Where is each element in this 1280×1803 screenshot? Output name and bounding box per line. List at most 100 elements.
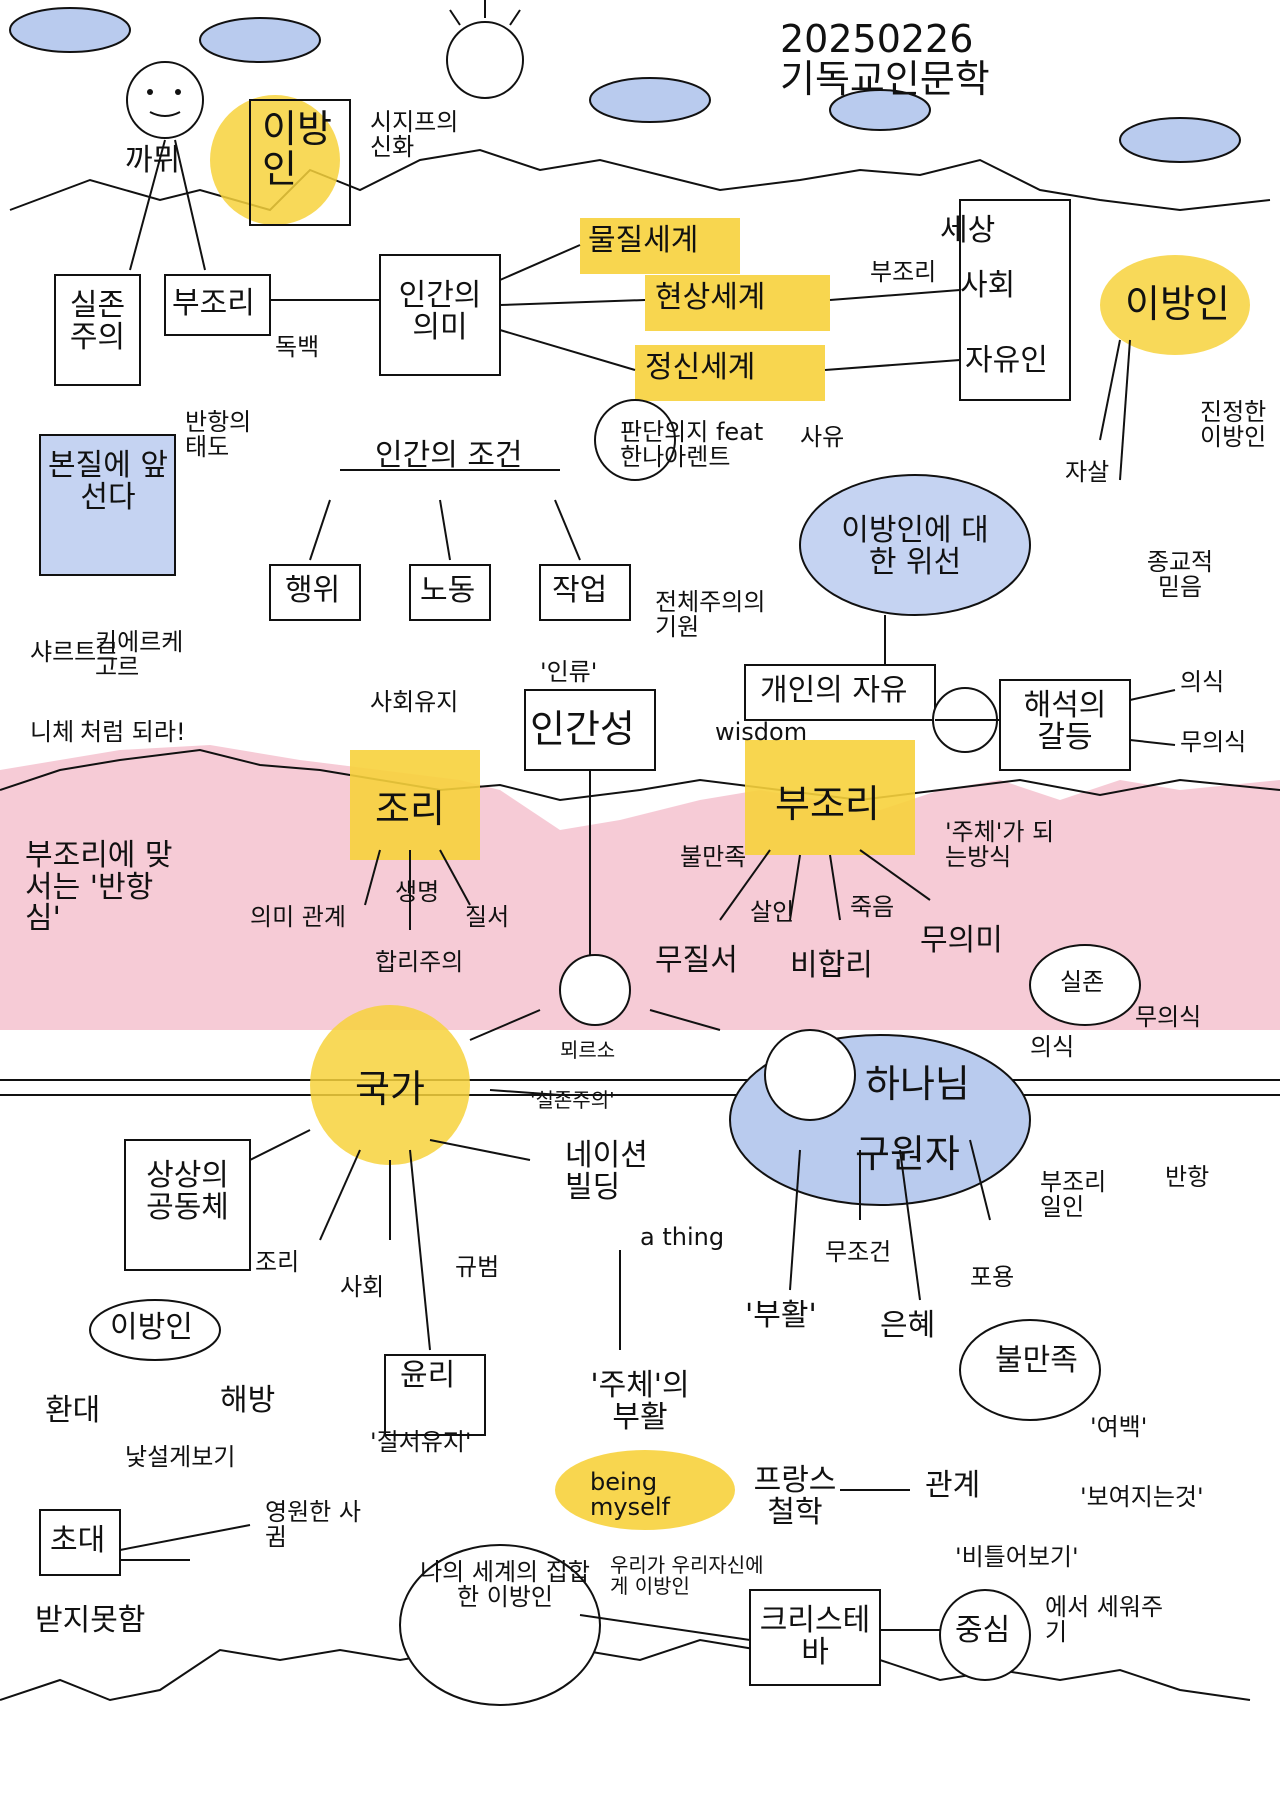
label-monologue: 독백 — [275, 335, 319, 360]
label-labor: 노동 — [420, 575, 475, 607]
label-absurd-person: 부조리 일인 — [1040, 1170, 1120, 1220]
label-act: 행위 — [285, 575, 340, 607]
label-society-top: 사회 — [960, 270, 1015, 302]
label-ibangin-bottom: 이방인 — [110, 1312, 193, 1344]
label-rebel-spirit: 부조리에 맞서는 '반항심' — [25, 840, 175, 935]
label-strange: 낯설게보기 — [125, 1445, 235, 1470]
label-real-stranger: 진정한 이방인 — [1200, 400, 1270, 450]
cloud-3 — [590, 78, 710, 122]
label-social-maintenance: 사회유지 — [370, 690, 458, 715]
label-thought: 사유 — [800, 425, 844, 450]
label-visible: '보여지는것' — [1080, 1485, 1204, 1510]
label-rebel-attitude: 반항의 태도 — [185, 410, 275, 460]
label-kierkegaard: 키에르케고르 — [95, 630, 205, 680]
label-absurd-top: 부조리 — [172, 288, 255, 320]
label-wisdom: wisdom — [715, 720, 807, 745]
label-margin: '여백' — [1090, 1415, 1147, 1440]
label-subject-way: '주체'가 되는방식 — [945, 820, 1065, 870]
label-religious-faith: 종교적 믿음 — [1135, 550, 1225, 600]
label-resurrection: '부활' — [745, 1300, 817, 1332]
sun-face-icon — [447, 22, 523, 98]
label-center: 중심 — [955, 1615, 1010, 1647]
label-eternal: 영원한 사귐 — [265, 1500, 375, 1550]
label-embrace: 포용 — [970, 1265, 1014, 1290]
label-world: 세상 — [940, 215, 995, 247]
meursault-face-icon — [560, 955, 630, 1025]
label-spiritual-world: 정신세계 — [645, 352, 755, 384]
label-relation: 관계 — [925, 1470, 980, 1502]
label-meursault: 뫼르소 — [560, 1040, 615, 1061]
label-savior: 구원자 — [855, 1135, 960, 1175]
label-unconscious-top: 무의식 — [1180, 730, 1246, 755]
label-totalitarian: 전체주의의 기원 — [655, 590, 775, 640]
label-death: 죽음 — [850, 895, 894, 920]
mountain-line-top — [10, 150, 1270, 210]
label-invite: 초대 — [50, 1525, 105, 1557]
label-meaningless: 무의미 — [920, 925, 1003, 957]
label-we-stranger: 우리가 우리자신에게 이방인 — [610, 1555, 770, 1597]
label-human-meaning: 인간의 의미 — [385, 280, 495, 343]
course-title: 기독교인문학 — [780, 60, 990, 100]
cloud-5 — [1120, 118, 1240, 162]
label-kamu: 까뮈 — [125, 145, 180, 177]
label-exist-mid: 실존 — [1060, 970, 1104, 995]
label-existentialism: 실존주의 — [60, 290, 135, 353]
label-individual-freedom: 개인의 자유 — [760, 675, 908, 707]
label-being-myself: being myself — [590, 1470, 700, 1520]
mountain-line-bottom — [0, 1640, 1250, 1700]
date-label: 20250226 — [780, 20, 973, 60]
kamu-face-icon — [127, 62, 203, 138]
label-logic-bottom: 조리 — [255, 1250, 299, 1275]
label-nietzsche: 니체 — [30, 720, 74, 745]
label-rationalism: 합리주의 — [375, 950, 463, 975]
label-consc-mid: 의식 — [1030, 1035, 1074, 1060]
label-push: 에서 세워주기 — [1045, 1595, 1165, 1645]
label-defamiliar: '비틀어보기' — [955, 1545, 1079, 1570]
label-life: 생명 — [395, 880, 439, 905]
label-ibangin-2: 이방인 — [1125, 285, 1230, 325]
label-state: 국가 — [355, 1070, 425, 1110]
label-ethics: 윤리 — [400, 1360, 455, 1392]
label-essence: 본질에 앞선다 — [48, 450, 168, 513]
label-unconsc-mid: 무의식 — [1135, 1005, 1201, 1030]
label-hannah: 판단의지 feat 한나아렌트 — [620, 420, 780, 470]
label-free-person: 자유인 — [965, 345, 1048, 377]
label-nietzsche-2: 처럼 되라! — [80, 720, 186, 745]
cloud-1 — [10, 8, 130, 52]
label-my-world: 나의 세계의 집합한 이방인 — [420, 1560, 590, 1610]
label-logic-box: 조리 — [375, 790, 445, 830]
label-material-world: 물질세계 — [588, 225, 698, 257]
label-hypocrisy: 이방인에 대한 위선 — [835, 515, 995, 578]
label-sisiphus: 시지프의 신화 — [370, 110, 460, 160]
label-phenomenal-world: 현상세계 — [655, 282, 765, 314]
label-interpretation-conflict: 해석의 갈등 — [1010, 690, 1120, 753]
label-conscious-top: 의식 — [1180, 670, 1224, 695]
label-welcome: 환대 — [45, 1395, 100, 1427]
label-imagined-community: 상상의 공동체 — [130, 1160, 245, 1223]
label-absurd-box: 부조리 — [775, 785, 880, 825]
label-grace: 은혜 — [880, 1310, 935, 1342]
label-subject-rise: '주체'의 부활 — [580, 1370, 700, 1433]
label-existential-bottom: '실존주의' — [530, 1090, 615, 1111]
label-humanity: 인간성 — [530, 710, 635, 750]
label-irrational: 비합리 — [790, 950, 873, 982]
label-meaning-relation: 의미 관계 — [250, 905, 346, 930]
label-work: 작업 — [552, 575, 607, 607]
label-not-receive: 받지못함 — [35, 1605, 145, 1637]
label-liberation: 해방 — [220, 1385, 275, 1417]
label-absurd-small: 부조리 — [870, 260, 936, 285]
label-rebel-bottom: 반항 — [1165, 1165, 1209, 1190]
label-unconditional: 무조건 — [825, 1240, 891, 1265]
label-ibangin-book: 이방인 — [262, 110, 342, 190]
label-order: 질서 — [465, 905, 509, 930]
label-order-maintain: '질서유지' — [370, 1430, 472, 1455]
label-human-condition: 인간의 조건 — [375, 440, 523, 472]
label-disorder: 무질서 — [655, 945, 738, 977]
label-nation-building: 네이션 빌딩 — [565, 1140, 675, 1203]
label-god: 하나님 — [865, 1065, 970, 1105]
label-discontent-bottom: 불만족 — [995, 1345, 1078, 1377]
label-norm: 규범 — [455, 1255, 499, 1280]
label-suicide: 자살 — [1065, 460, 1109, 485]
label-french-philosophy: 프랑스 철학 — [745, 1465, 845, 1528]
